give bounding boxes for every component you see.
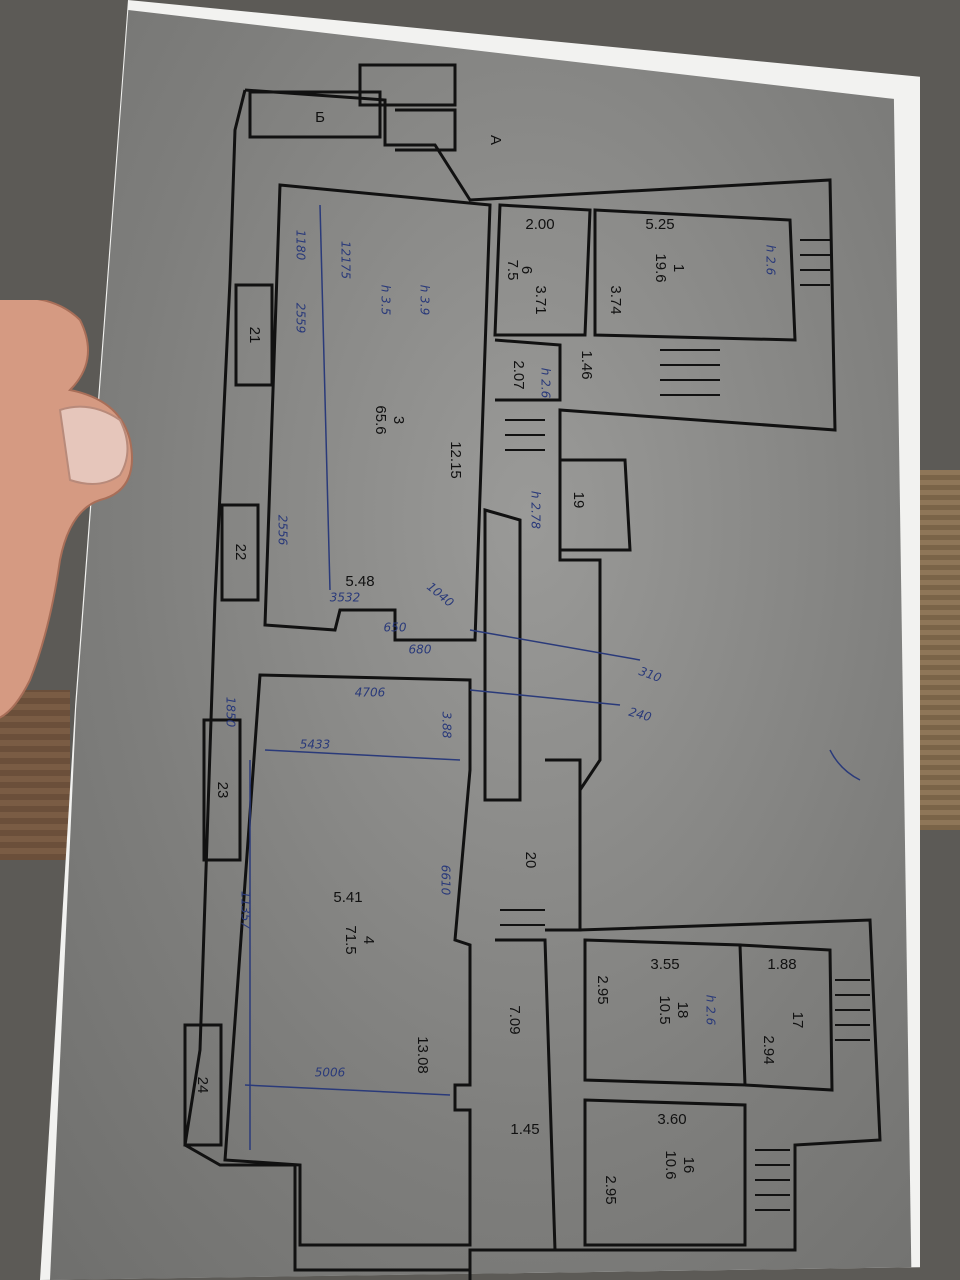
pen-note-23: h 2.78 — [529, 491, 543, 530]
room-3-walls — [263, 183, 492, 642]
pen-note-19: h 2.6 — [704, 995, 718, 1026]
room-1-walls — [593, 208, 797, 342]
pen-note-10: 240 — [627, 705, 653, 725]
room-3-number: 3 — [390, 416, 407, 424]
room-18-area: 10.5 — [656, 995, 673, 1024]
room-17-width: 1.88 — [767, 956, 796, 973]
pen-note-7: 650 — [384, 621, 407, 635]
room-17-walls — [739, 943, 834, 1092]
pen-note-15: 11357 — [239, 891, 253, 930]
room-24-walls — [183, 1023, 223, 1147]
room-16-width: 3.60 — [657, 1111, 686, 1128]
room-21-number: 21 — [246, 327, 263, 344]
room-21-walls — [234, 283, 274, 387]
room-3-width: 5.48 — [345, 573, 374, 590]
pen-note-16: 5006 — [315, 1066, 346, 1080]
walls — [183, 63, 882, 1280]
room-23-number: 23 — [214, 782, 231, 799]
room-17-number: 17 — [789, 1012, 806, 1029]
pen-note-1: 12175 — [339, 241, 353, 279]
room-24-number: 24 — [194, 1077, 211, 1094]
room-22-number: 22 — [232, 544, 249, 561]
room-18-number: 18 — [674, 1002, 691, 1019]
small-dim-c: 3.71 — [532, 285, 549, 314]
pen-note-14: 6610 — [439, 865, 453, 896]
pen-note-18: h 2.6 — [764, 245, 778, 276]
room-1-width: 5.25 — [645, 216, 674, 233]
stairs — [500, 239, 870, 1211]
room-1-area: 19.6 — [652, 253, 669, 282]
pen-marks — [244, 204, 861, 1150]
pen-note-12: 5433 — [300, 738, 331, 752]
small-dim-d: 2.07 — [510, 360, 527, 389]
pen-note-3: 1180 — [294, 230, 308, 261]
pen-note-20: h 2.6 — [539, 368, 553, 399]
small-dim-a: 2.00 — [525, 216, 554, 233]
room-18-height: 2.95 — [594, 975, 611, 1004]
pen-note-5: 3532 — [330, 591, 361, 605]
pen-note-17: 1850 — [224, 697, 238, 728]
room-20-width: 1.45 — [510, 1121, 539, 1138]
room-19-number: 19 — [570, 492, 587, 509]
room-22-walls — [220, 503, 260, 602]
small-room-number: 6 — [518, 266, 535, 274]
room-4-number: 4 — [360, 936, 377, 944]
pen-note-11: 4706 — [355, 686, 386, 700]
pen-note-2: 2559 — [294, 303, 308, 334]
room-16-number: 16 — [680, 1157, 697, 1174]
scanned-area — [50, 10, 912, 1280]
pen-note-22: h 3.5 — [379, 285, 393, 316]
room-16-walls — [583, 1098, 747, 1247]
pen-note-6: 1040 — [424, 579, 457, 610]
pen-note-21: h 3.9 — [418, 285, 432, 316]
room-4-walls — [223, 673, 472, 1247]
hand-holding-paper — [0, 300, 133, 719]
room-17-height: 2.94 — [760, 1035, 777, 1064]
pen-note-8: 680 — [409, 643, 432, 657]
room-1-height: 3.74 — [607, 285, 624, 314]
small-dim-e: 1.46 — [578, 350, 595, 379]
room-4-length: 13.08 — [414, 1036, 431, 1074]
room-19-walls — [558, 458, 632, 552]
room-20-length: 7.09 — [506, 1005, 523, 1034]
room-4-width: 5.41 — [333, 889, 362, 906]
wood-background-right — [920, 470, 960, 830]
letter-a: А — [487, 135, 504, 145]
pen-note-9: 310 — [637, 664, 664, 685]
room-16-area: 10.6 — [662, 1150, 679, 1179]
room-3-area: 65.6 — [372, 405, 389, 434]
room-1-number: 1 — [670, 264, 687, 272]
pen-note-4: 2556 — [276, 515, 290, 546]
pen-note-13: 3.88 — [440, 712, 454, 739]
small-dim-b: 7.5 — [504, 260, 521, 281]
room-23-walls — [202, 718, 242, 862]
room-20-number: 20 — [522, 852, 539, 869]
room-18-width: 3.55 — [650, 956, 679, 973]
letter-b: Б — [315, 109, 325, 126]
room-4-area: 71.5 — [342, 925, 359, 954]
wood-background-left — [0, 690, 70, 860]
room-16-height: 2.95 — [602, 1175, 619, 1204]
room-3-length: 12.15 — [447, 441, 464, 479]
